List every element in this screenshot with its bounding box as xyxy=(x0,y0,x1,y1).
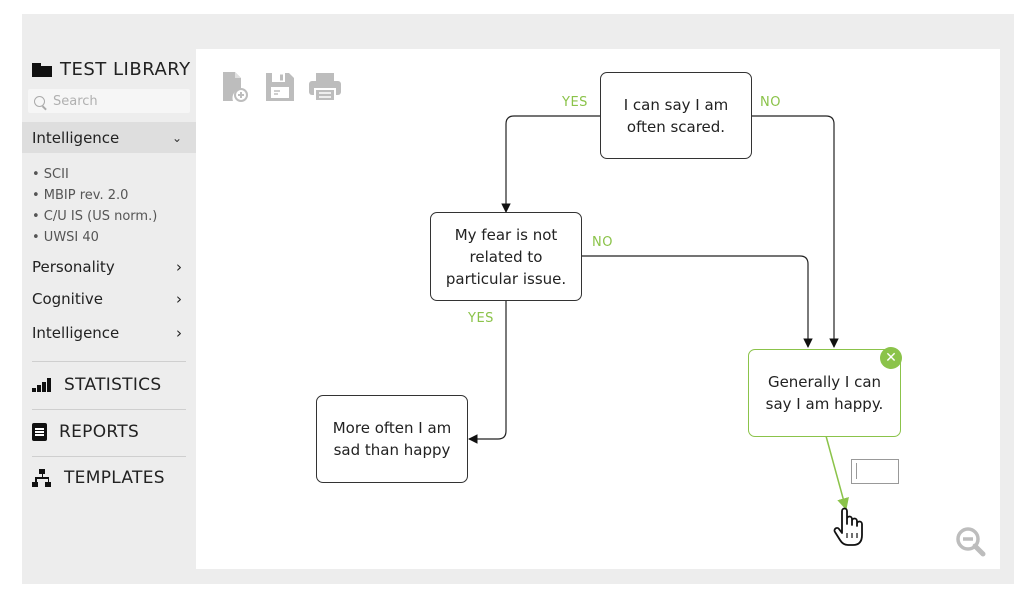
test-item-scii[interactable]: • SCII xyxy=(32,167,69,182)
node-happy[interactable]: Generally I can say I am happy. xyxy=(748,349,901,437)
new-node-input[interactable] xyxy=(851,459,899,484)
search-box[interactable] xyxy=(28,89,190,113)
close-icon[interactable]: ✕ xyxy=(880,347,902,369)
sidebar: TEST LIBRARY Intelligence ⌄ • SCII • MBI… xyxy=(22,14,196,584)
category-intelligence[interactable]: Intelligence › xyxy=(32,324,182,342)
node-text: More often I am sad than happy xyxy=(332,419,452,459)
edge-new-connection xyxy=(825,435,849,511)
label-yes: YES xyxy=(562,95,588,110)
statistics-label: STATISTICS xyxy=(64,375,162,395)
label-yes: YES xyxy=(468,311,494,326)
category-label: Intelligence xyxy=(32,128,120,147)
bar-chart-icon xyxy=(32,378,52,392)
divider xyxy=(32,409,186,410)
category-label: Cognitive xyxy=(32,290,104,308)
chevron-right-icon: › xyxy=(176,258,182,276)
diagram-edges xyxy=(468,115,849,511)
test-library-header[interactable]: TEST LIBRARY xyxy=(32,59,191,80)
test-list: • SCII • MBIP rev. 2.0 • C/U IS (US norm… xyxy=(32,164,157,248)
test-library-title: TEST LIBRARY xyxy=(60,59,191,80)
label-no: NO xyxy=(592,235,613,250)
print-icon[interactable] xyxy=(308,71,342,107)
statistics-section[interactable]: STATISTICS xyxy=(32,375,161,395)
folder-icon xyxy=(32,62,52,77)
category-personality[interactable]: Personality › xyxy=(32,258,182,276)
hierarchy-icon xyxy=(32,469,52,487)
zoom-out-icon[interactable] xyxy=(954,525,988,559)
edge-scared-no xyxy=(752,115,839,348)
divider xyxy=(32,361,186,362)
node-text: I can say I am often scared. xyxy=(623,95,729,136)
reports-label: REPORTS xyxy=(59,422,140,442)
search-input[interactable] xyxy=(51,92,175,110)
node-text: Generally I can say I am happy. xyxy=(765,373,884,413)
hand-cursor-icon xyxy=(833,507,863,546)
node-scared[interactable]: I can say I am often scared. xyxy=(600,72,752,159)
category-cognitive[interactable]: Cognitive › xyxy=(32,290,182,308)
test-item-mbip[interactable]: • MBIP rev. 2.0 xyxy=(32,188,129,203)
node-fear[interactable]: My fear is not related to particular iss… xyxy=(430,212,582,301)
report-icon xyxy=(32,423,47,441)
chevron-down-icon: ⌄ xyxy=(171,130,182,145)
templates-label: TEMPLATES xyxy=(64,468,165,488)
edge-fear-yes xyxy=(468,301,507,444)
new-file-icon[interactable] xyxy=(220,71,252,107)
label-no: NO xyxy=(760,95,781,110)
test-item-uwsi[interactable]: • UWSI 40 xyxy=(32,230,99,245)
search-icon xyxy=(34,95,45,107)
test-item-cuis[interactable]: • C/U IS (US norm.) xyxy=(32,209,158,224)
save-icon[interactable] xyxy=(264,71,296,107)
node-text: My fear is not related to particular iss… xyxy=(445,225,567,288)
templates-section[interactable]: TEMPLATES xyxy=(32,468,165,488)
chevron-right-icon: › xyxy=(176,290,182,308)
category-label: Personality xyxy=(32,258,115,276)
edge-fear-no xyxy=(582,255,813,348)
diagram-canvas[interactable]: I can say I am often scared. My fear is … xyxy=(196,49,1000,569)
chevron-right-icon: › xyxy=(176,324,182,342)
node-sad[interactable]: More often I am sad than happy xyxy=(316,395,468,483)
category-intelligence-expanded[interactable]: Intelligence ⌄ xyxy=(22,122,196,153)
category-label: Intelligence xyxy=(32,324,120,342)
app-frame: TEST LIBRARY Intelligence ⌄ • SCII • MBI… xyxy=(22,14,1014,584)
edge-scared-yes xyxy=(501,115,600,213)
reports-section[interactable]: REPORTS xyxy=(32,422,139,442)
divider xyxy=(32,456,186,457)
